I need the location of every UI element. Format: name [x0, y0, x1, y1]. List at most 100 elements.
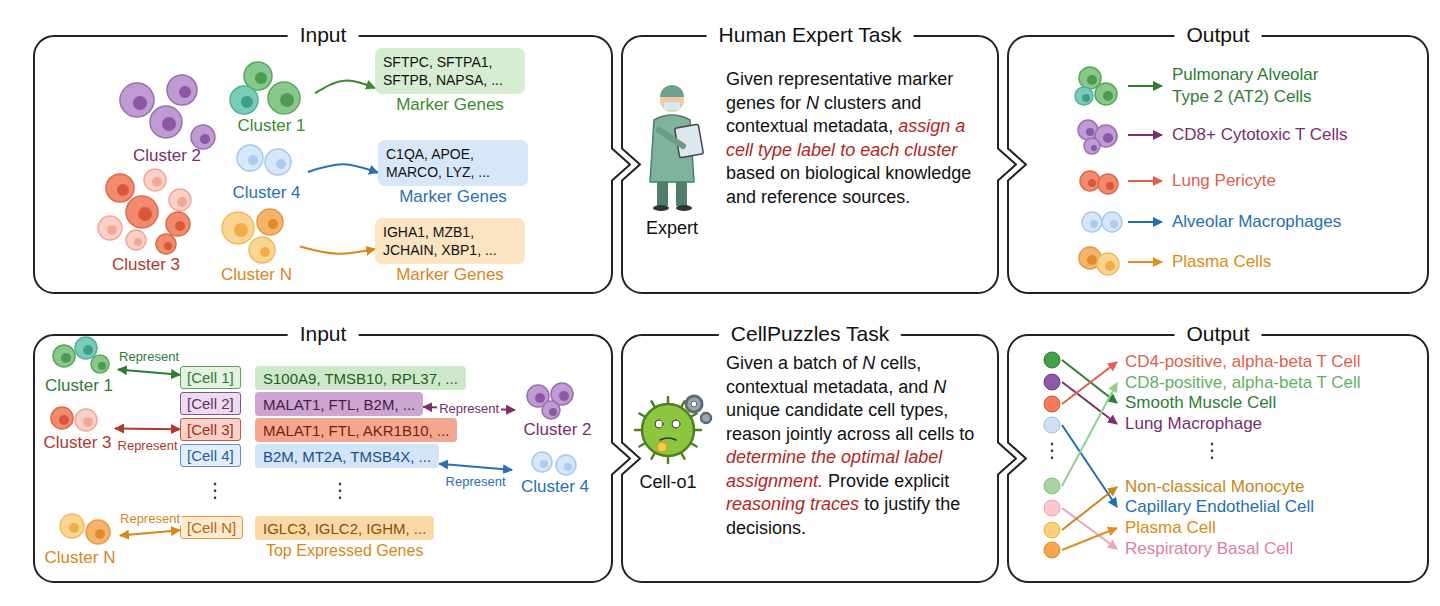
- text-run: for: [780, 93, 801, 113]
- text-run: to: [840, 140, 855, 160]
- cell-nucleus: [276, 159, 286, 169]
- text-run: to: [864, 494, 879, 514]
- text-run: type: [758, 140, 792, 160]
- icon-hand: [657, 442, 667, 452]
- cluster-label: Cluster 4: [500, 477, 610, 497]
- text-run: each: [860, 140, 899, 160]
- cell-type-label: CD4-positive, alpha-beta T Cell: [1125, 352, 1361, 372]
- cell-dot: [1044, 542, 1060, 558]
- cell-nucleus: [268, 219, 278, 229]
- text-run: the: [811, 447, 836, 467]
- cell-body: [257, 209, 283, 235]
- cell-cluster: [527, 383, 573, 419]
- expert-cap: [660, 85, 684, 97]
- text-run: to: [959, 424, 974, 444]
- panel-heading: CellPuzzles Task: [719, 321, 901, 347]
- cell-body: [222, 212, 254, 244]
- cell-body: [542, 401, 560, 419]
- cell-type-label: Pulmonary Alveolar Type 2 (AT2) Cells: [1172, 64, 1347, 108]
- text-run: contextual: [726, 377, 808, 397]
- cell-type-label: Alveolar Macrophages: [1172, 211, 1341, 233]
- text-run: cell: [868, 400, 895, 420]
- ellipsis: ⋮: [1202, 438, 1222, 462]
- cell-type-label: Lung Macrophage: [1125, 414, 1262, 434]
- expert-mask: [664, 102, 680, 110]
- cell-nucleus: [98, 362, 106, 370]
- connector-arrow: [300, 246, 375, 253]
- panel-border: [622, 36, 1016, 293]
- cell-dot: [1044, 478, 1060, 494]
- cell-nucleus: [133, 96, 147, 110]
- marker-caption: Marker Genes: [378, 187, 528, 207]
- gene-list: S100A9, TMSB10, RPL37, ...: [263, 369, 458, 388]
- cell-dot: [1044, 417, 1060, 433]
- text-run: across: [837, 424, 890, 444]
- text-run: label: [797, 140, 835, 160]
- text-run: reason: [726, 424, 781, 444]
- cell-body: [60, 514, 84, 538]
- cell-tag: [Cell 3]: [180, 418, 241, 441]
- gene-box-fill: MALAT1, FTL, AKR1B10, ...: [255, 418, 457, 442]
- cell-nucleus: [61, 353, 71, 363]
- text-run: metadata,: [813, 116, 893, 136]
- cell-cluster: [237, 145, 291, 175]
- cluster-label: Cluster 3: [80, 255, 212, 275]
- text-run: cells,: [880, 353, 921, 373]
- cell-nucleus: [564, 463, 572, 471]
- gene-list: MALAT1, FTL, B2M, ...: [263, 395, 415, 414]
- task-panel: Human Expert TaskGiven representative ma…: [622, 36, 998, 293]
- connector-arrow: [118, 369, 180, 374]
- cell-cluster: [98, 169, 191, 254]
- cell-nucleus: [177, 197, 187, 207]
- leader-arrow: [1128, 180, 1162, 182]
- cell-nucleus: [69, 523, 79, 533]
- panel-border: [622, 335, 1016, 582]
- icon-label: Cell-o1: [639, 472, 696, 492]
- cell-body: [166, 212, 190, 236]
- text-run: and: [898, 377, 928, 397]
- cell-body: [249, 237, 275, 263]
- cluster-label: Cluster 2: [503, 420, 612, 440]
- cell-body: [126, 196, 158, 228]
- task-panel: CellPuzzles TaskGiven a batch of N cells…: [622, 335, 998, 582]
- gene-list: IGLC3, IGLC2, IGHM, ...: [263, 519, 426, 538]
- cell-nucleus: [1091, 145, 1097, 151]
- panel-heading: Output: [1174, 22, 1261, 48]
- cell-body: [1095, 83, 1117, 105]
- gene-list: IGHA1, MZB1, JCHAIN, XBP1, ...: [383, 223, 517, 259]
- panel-border: [1008, 36, 1428, 293]
- expert-shoe: [676, 205, 692, 211]
- cell-cluster: [53, 337, 109, 373]
- expert-arm: [659, 130, 683, 146]
- cell-nucleus: [549, 408, 557, 416]
- gene-box-fill: B2M, MT2A, TMSB4X, ...: [255, 444, 439, 468]
- text-run: genes: [726, 93, 775, 113]
- cell-dot: [1044, 396, 1060, 412]
- cell-nucleus: [241, 96, 253, 108]
- cell-nucleus: [162, 117, 176, 131]
- gene-list-box: MALAT1, FTL, AKR1B10, ...: [255, 418, 457, 442]
- task-description: Given a batch of N cells, contextual met…: [726, 352, 990, 540]
- cell-nucleus: [1090, 220, 1098, 228]
- marker-box-fill: C1QA, APOE, MARCO, LYZ, ...: [378, 140, 528, 186]
- cell-nucleus: [280, 93, 294, 107]
- cell-cluster: Cluster N: [213, 205, 300, 285]
- cell-nucleus: [248, 155, 258, 165]
- cell-body: [1098, 174, 1118, 194]
- cell-type-label: CD8+ Cytotoxic T Cells: [1172, 124, 1348, 146]
- cell-tag-text: [Cell 1]: [187, 368, 234, 387]
- text-run: determine: [726, 447, 806, 467]
- gene-box-fill: IGLC3, IGLC2, IGHM, ...: [255, 516, 434, 540]
- cell-type-label: Non-classical Monocyte: [1125, 477, 1305, 497]
- cell-nucleus: [200, 134, 210, 144]
- expert-shoe: [653, 205, 669, 211]
- cell-nucleus: [95, 529, 105, 539]
- cluster-label: Cluster N: [201, 265, 312, 285]
- cell-nucleus: [1110, 220, 1118, 228]
- text-run: clusters: [824, 93, 886, 113]
- text-run: biological: [805, 163, 880, 183]
- cell-tag-text: [Cell 3]: [187, 420, 234, 439]
- cell-nucleus: [1087, 255, 1097, 265]
- cell-cluster: Cluster 1: [228, 58, 315, 136]
